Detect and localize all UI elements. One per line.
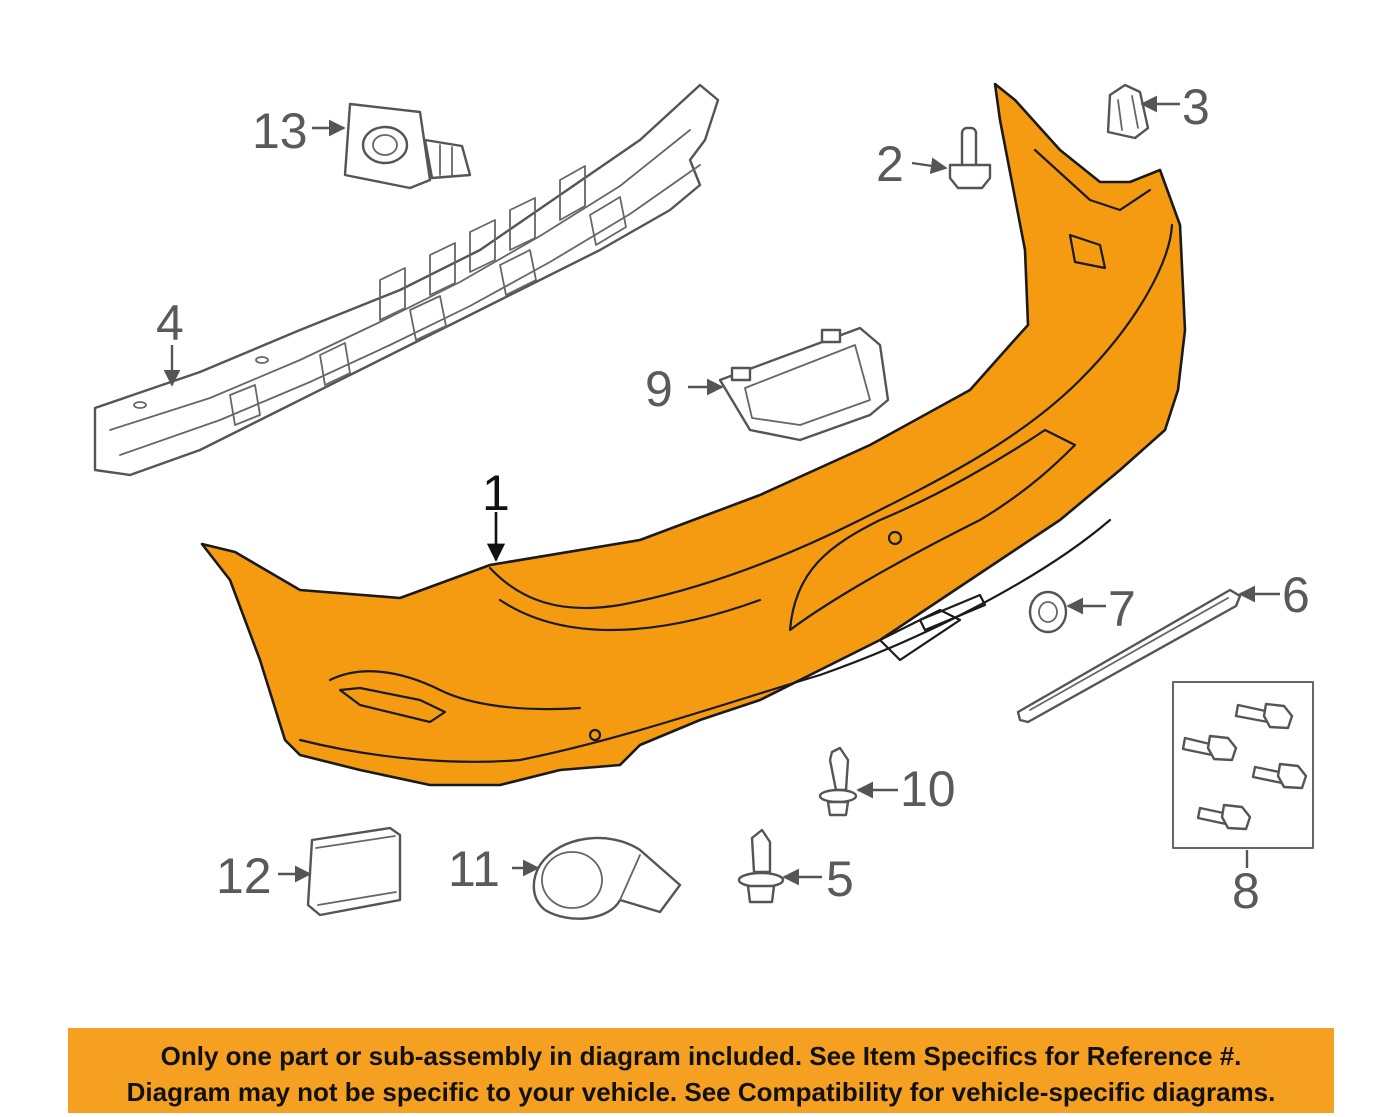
- callout-4: 4: [156, 295, 184, 351]
- callout-2: 2: [876, 136, 904, 192]
- callout-8: 8: [1232, 863, 1260, 919]
- callout-5: 5: [826, 851, 854, 907]
- disclaimer-line-2: Diagram may not be specific to your vehi…: [126, 1077, 1276, 1107]
- bolt-set-part: [1172, 681, 1314, 849]
- callout-13: 13: [252, 103, 308, 159]
- parts-diagram: 1 2 3 4 5 6 7 8 9 10 11 12 13: [93, 79, 1314, 920]
- arrow-2: [911, 157, 948, 175]
- bolt-part: [948, 126, 992, 190]
- washer-part: [1028, 590, 1068, 634]
- energy-absorber-part: [93, 83, 720, 477]
- callout-11: 11: [448, 841, 500, 897]
- callout-10: 10: [900, 761, 956, 817]
- callout-1: 1: [482, 465, 510, 521]
- callout-7: 7: [1108, 581, 1136, 637]
- callout-12: 12: [216, 848, 272, 904]
- trim-molding-part: [1016, 588, 1242, 724]
- push-pin-part-10: [818, 746, 858, 817]
- disclaimer-banner: Only one part or sub-assembly in diagram…: [68, 1028, 1334, 1113]
- callout-9: 9: [645, 361, 673, 417]
- park-sensor-part: [532, 836, 682, 920]
- sensor-bracket-part: [343, 102, 472, 190]
- push-pin-part-5: [737, 828, 785, 904]
- callout-3: 3: [1182, 79, 1210, 135]
- callout-6: 6: [1282, 567, 1310, 623]
- bumper-cover-part: [200, 82, 1187, 787]
- clip-part: [1106, 83, 1150, 140]
- disclaimer-line-1: Only one part or sub-assembly in diagram…: [160, 1041, 1242, 1071]
- bracket-part: [718, 326, 890, 442]
- control-module-part: [306, 826, 402, 917]
